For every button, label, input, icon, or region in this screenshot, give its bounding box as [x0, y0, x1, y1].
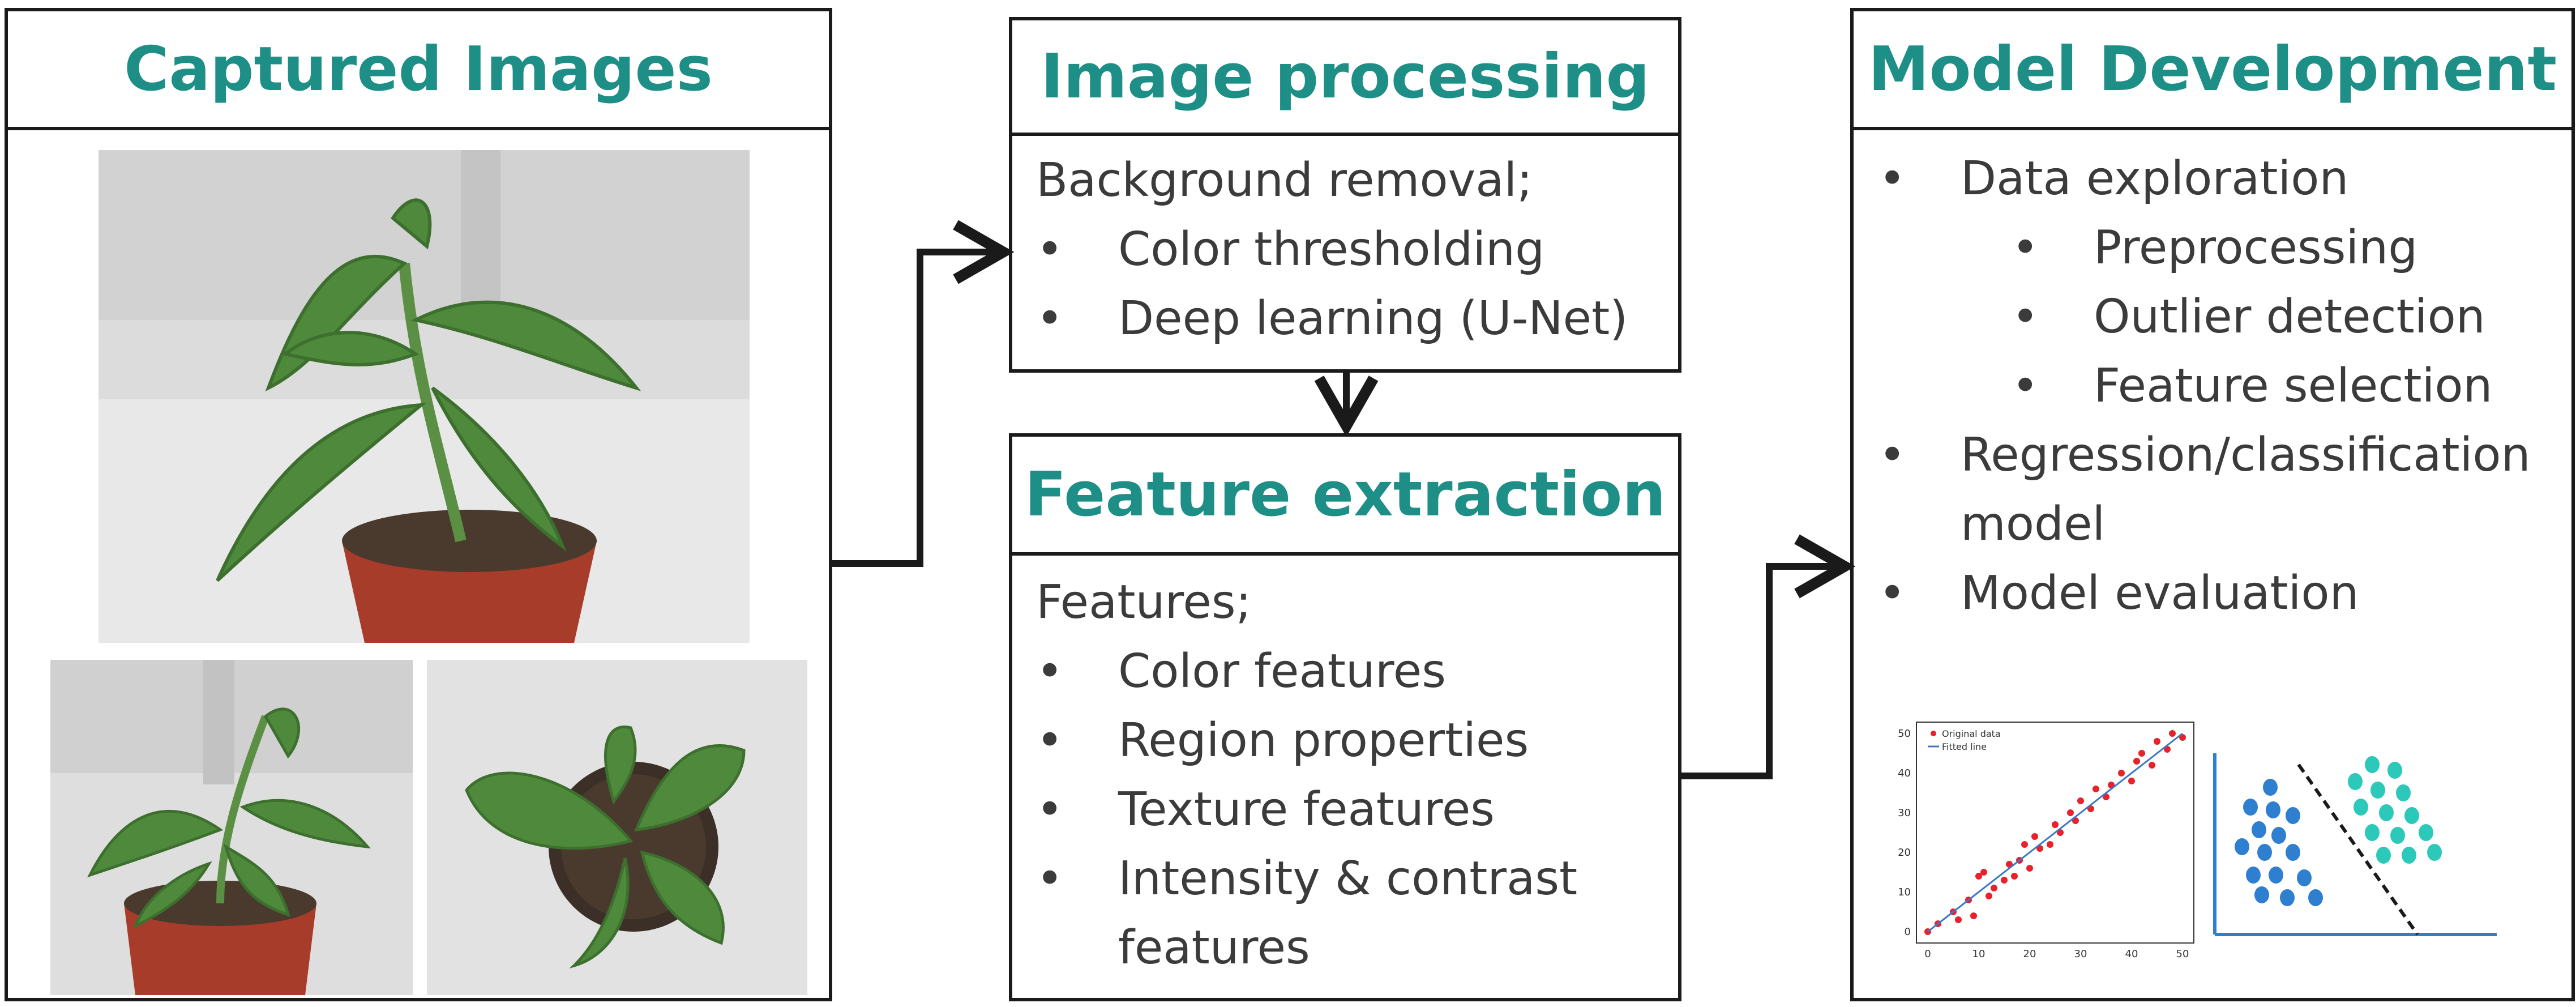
legend-label-line: Fitted line — [1942, 741, 1987, 752]
data-point — [2011, 873, 2018, 880]
data-point — [1975, 873, 1982, 880]
data-point — [2093, 786, 2099, 792]
data-point — [2031, 833, 2038, 840]
data-point — [2149, 762, 2155, 769]
regression-plot: 0 10 20 30 40 50 0 10 20 30 40 50 Original data Fi… — [1898, 722, 2194, 960]
data-point — [2133, 758, 2140, 765]
image-processing-title: Image processing — [1012, 20, 1678, 136]
data-point — [1980, 869, 1987, 876]
data-point — [1970, 912, 1977, 919]
data-point — [2047, 841, 2053, 848]
data-point — [2052, 821, 2059, 828]
data-point — [2138, 750, 2145, 757]
data-point — [2128, 778, 2135, 784]
feature-extraction-item: Region properties — [1036, 706, 1577, 775]
image-processing-intro: Background removal; — [1036, 153, 1533, 207]
feature-extraction-intro: Features; — [1036, 575, 1252, 629]
data-point — [2077, 797, 2084, 804]
feature-extraction-item: Texture features — [1036, 775, 1577, 844]
x-tick-label: 20 — [2023, 948, 2036, 960]
data-point — [2001, 877, 2008, 884]
model-development-subitem: Preprocessing — [1878, 214, 2531, 283]
data-point — [2118, 770, 2125, 776]
fitted-line — [1927, 732, 2183, 933]
feature-extraction-continuation: features — [1118, 921, 1310, 975]
plant-photo-top — [427, 660, 807, 995]
model-development-title: Model Development — [1854, 11, 2571, 130]
y-tick-label: 20 — [1898, 847, 1911, 859]
legend-label-points: Original data — [1942, 728, 2001, 739]
data-point — [2067, 809, 2074, 816]
decision-boundary — [2297, 763, 2419, 936]
x-tick-label: 30 — [2074, 948, 2087, 960]
x-tick-label: 10 — [1972, 948, 1986, 960]
x-tick-label: 40 — [2125, 948, 2138, 960]
captured-images-title: Captured Images — [8, 11, 829, 130]
y-tick-label: 50 — [1898, 728, 1911, 740]
y-tick-label: 30 — [1898, 807, 1911, 819]
image-processing-item: Deep learning (U-Net) — [1036, 284, 1628, 353]
image-processing-text: Background removal; Color thresholding D… — [1036, 146, 1628, 353]
captured-images-panel: Captured Images — [5, 8, 832, 1001]
model-development-item: Model evaluation — [1878, 559, 2531, 628]
feature-extraction-item: Intensity & contrast — [1036, 844, 1577, 914]
arrow-captured-to-processing — [832, 220, 1015, 567]
model-development-subitem: Outlier detection — [1878, 283, 2531, 352]
data-point — [2026, 865, 2033, 872]
plant-photo-main — [99, 150, 750, 643]
cluster-a — [2235, 779, 2323, 906]
data-point — [1955, 916, 1962, 923]
model-development-item: Regression/classification — [1878, 421, 2531, 490]
data-point — [2154, 738, 2160, 745]
model-development-text: Data exploration Preprocessing Outlier d… — [1878, 144, 2531, 628]
x-tick-label: 50 — [2176, 948, 2189, 960]
data-point — [1986, 893, 1992, 899]
classification-illustration — [2213, 753, 2497, 936]
model-development-subitem: Feature selection — [1878, 352, 2531, 421]
model-development-item: Data exploration — [1878, 144, 2531, 214]
feature-extraction-text: Features; Color features Region properti… — [1036, 568, 1577, 983]
x-tick-label: 0 — [1924, 948, 1931, 960]
feature-extraction-item: Color features — [1036, 637, 1577, 706]
arrow-extraction-to-model — [1681, 534, 1856, 779]
plot-legend: Original data Fitted line — [1928, 728, 2001, 752]
data-point — [2021, 841, 2028, 848]
feature-extraction-title: Feature extraction — [1012, 437, 1678, 556]
legend-marker-points — [1931, 731, 1936, 736]
model-development-continuation: model — [1961, 497, 2106, 551]
cluster-b — [2348, 756, 2442, 864]
data-point — [2169, 730, 2176, 737]
y-tick-label: 10 — [1898, 886, 1911, 898]
y-tick-label: 40 — [1898, 767, 1911, 779]
image-processing-item: Color thresholding — [1036, 215, 1628, 284]
plant-photo-side — [50, 660, 413, 995]
data-point — [1991, 885, 1997, 891]
y-tick-label: 0 — [1905, 926, 1911, 938]
